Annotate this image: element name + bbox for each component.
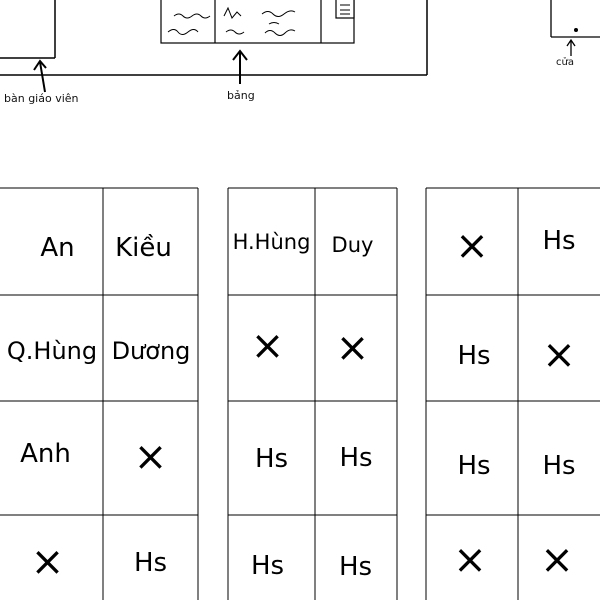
seat-right-r2-c2: × <box>542 332 576 378</box>
seat-right-r1-c1: × <box>455 223 489 269</box>
seat-right-r2-c1: Hs <box>457 341 491 371</box>
seat-middle-r2-c1: × <box>250 323 285 369</box>
board-label: bảng <box>227 89 255 102</box>
seat-middle-r4-c1: Hs <box>250 551 285 581</box>
door-label: cửa <box>556 57 574 68</box>
seat-middle-r3-c1: Hs <box>254 444 289 474</box>
board-scribbles <box>167 4 350 36</box>
arrow-door <box>566 38 576 56</box>
seat-left-r1-c1: An <box>40 233 75 263</box>
door-shape <box>550 0 600 38</box>
desk-grids <box>0 187 600 600</box>
seat-middle-r3-c2: Hs <box>339 443 373 473</box>
seat-middle-r1-c2: Duy <box>331 233 374 257</box>
seat-left-r4-c1: × <box>30 539 65 585</box>
arrow-board <box>232 49 248 84</box>
seat-left-r4-c2: Hs <box>133 548 168 578</box>
seat-right-r4-c1: × <box>453 537 487 583</box>
seat-middle-r4-c2: Hs <box>338 552 373 582</box>
front-wall <box>0 0 428 76</box>
seat-right-r3-c1: Hs <box>457 451 491 481</box>
seat-right-r4-c2: × <box>540 537 574 583</box>
seat-left-r2-c2: Dương <box>111 337 191 365</box>
teacher-desk-label: bàn giáo viên <box>4 92 79 105</box>
seat-left-r2-c1: Q.Hùng <box>6 337 98 365</box>
seat-left-r3-c2: × <box>133 434 168 480</box>
board-shape <box>160 0 355 44</box>
seat-left-r1-c2: Kiều <box>115 233 172 263</box>
seat-middle-r1-c1: H.Hùng <box>232 230 311 254</box>
seat-middle-r2-c2: × <box>335 325 370 371</box>
door-knob <box>574 28 578 32</box>
seat-right-r3-c2: Hs <box>542 451 576 481</box>
arrows <box>33 38 576 93</box>
teacher-desk-shape <box>0 0 56 59</box>
arrow-teacher-desk <box>33 59 47 93</box>
seat-left-r3-c1: Anh <box>20 439 71 469</box>
seat-right-r1-c2: Hs <box>542 226 576 256</box>
